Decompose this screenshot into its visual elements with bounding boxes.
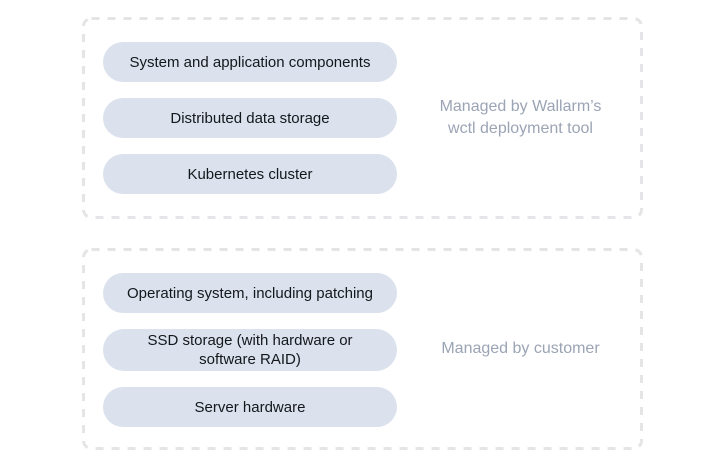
layer-pill-server-hardware: Server hardware [103, 387, 397, 427]
layer-pill-operating-system: Operating system, including patching [103, 273, 397, 313]
customer-pill-list: Operating system, including patching SSD… [103, 273, 397, 427]
customer-group-label-line1: Managed by customer [441, 340, 600, 357]
wallarm-group-label-line1: Managed by Wallarm’s [439, 98, 602, 115]
wallarm-group-label-line2: wctl deployment tool [448, 120, 593, 137]
layer-pill-distributed-storage: Distributed data storage [103, 98, 397, 138]
layer-pill-system-components: System and application components [103, 42, 397, 82]
wallarm-managed-group: System and application components Distri… [82, 17, 643, 219]
wallarm-pill-list: System and application components Distri… [103, 42, 397, 194]
layer-pill-ssd-storage: SSD storage (with hardware or software R… [103, 329, 397, 371]
layer-pill-kubernetes-cluster: Kubernetes cluster [103, 154, 397, 194]
wallarm-group-label: Managed by Wallarm’s wctl deployment too… [402, 96, 639, 140]
customer-group-label: Managed by customer [402, 338, 639, 360]
customer-managed-group: Operating system, including patching SSD… [82, 248, 643, 450]
